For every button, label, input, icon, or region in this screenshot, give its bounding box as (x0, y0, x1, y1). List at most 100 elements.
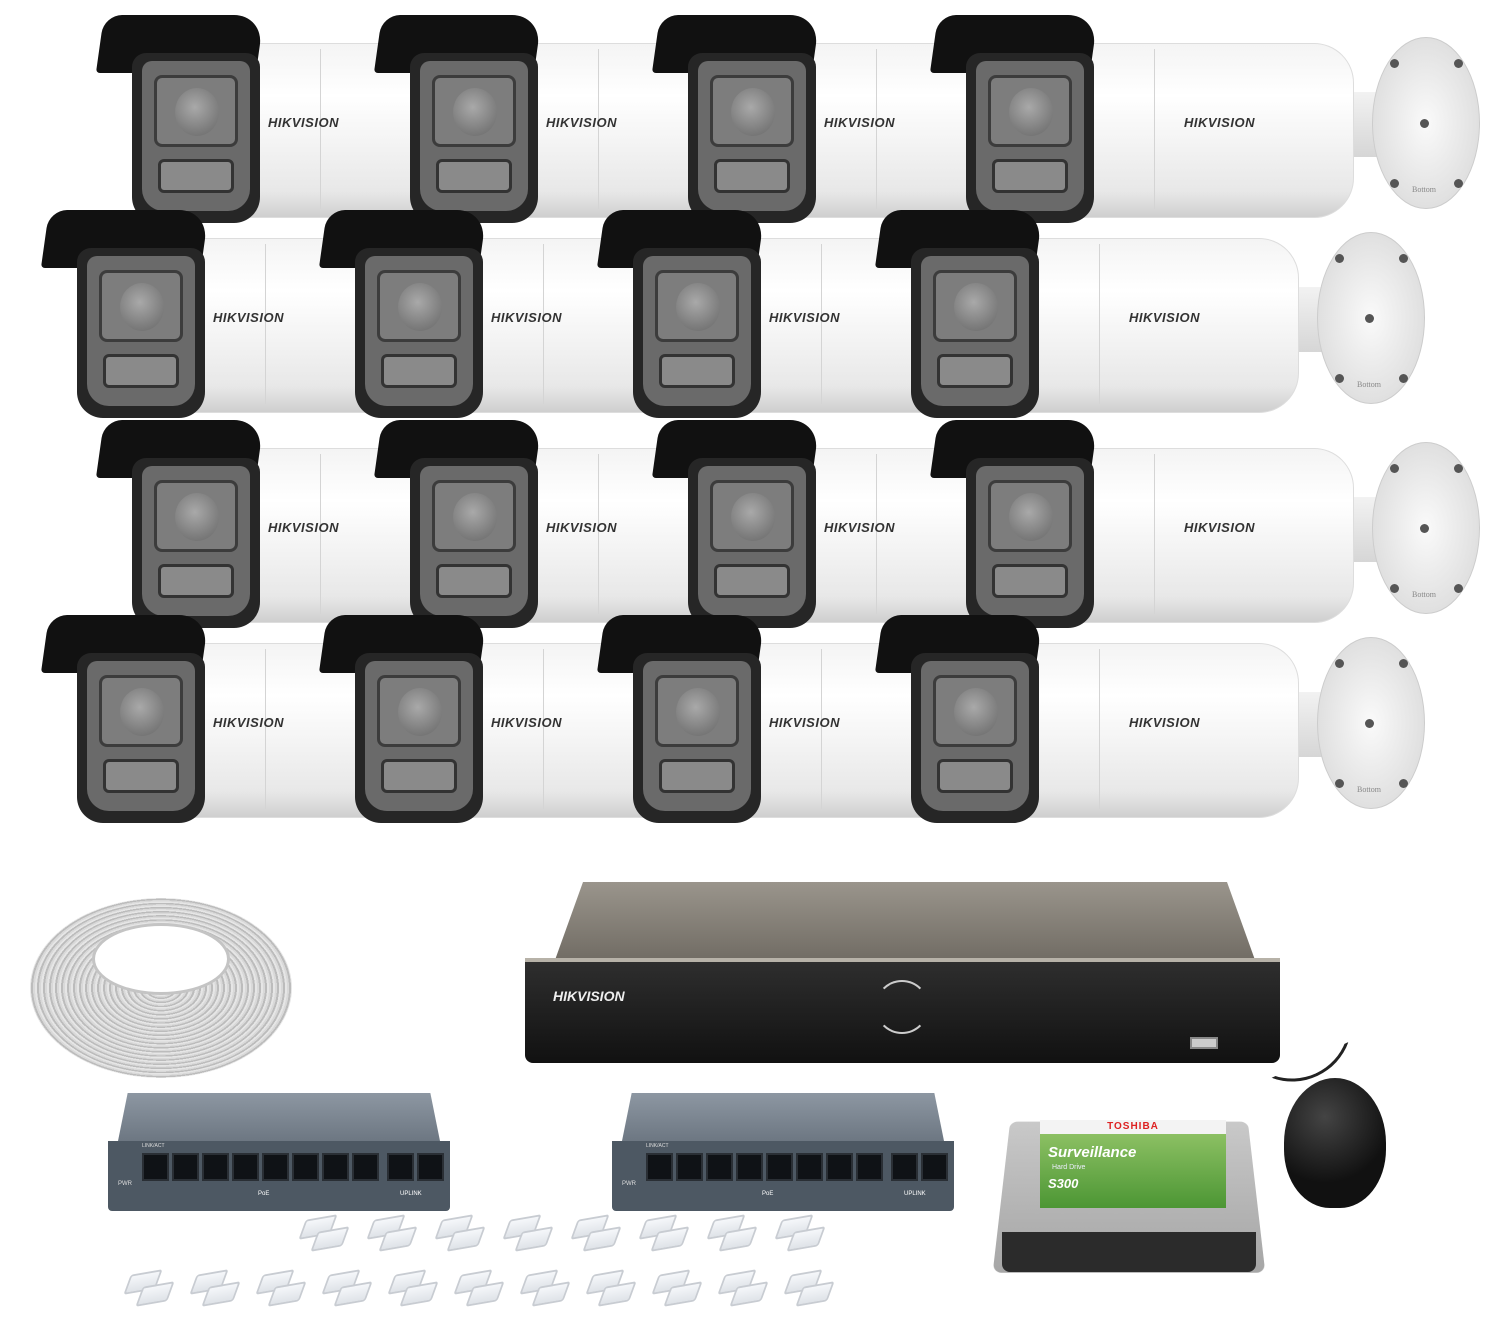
camera-lens-icon (676, 283, 720, 331)
ethernet-port (262, 1153, 289, 1181)
ethernet-port (387, 1153, 414, 1181)
rj45-connector (783, 1269, 835, 1307)
uplink-label: UPLINK (400, 1191, 422, 1197)
ethernet-port (646, 1153, 673, 1181)
camera-lens-icon (731, 493, 775, 541)
camera-brand-logo: HIKVISION (491, 310, 562, 325)
poe-switch: LINK/ACT PWR PoE UPLINK (108, 1093, 450, 1211)
camera-wall-mount: Bottom (1287, 637, 1427, 812)
power-label: PWR (622, 1181, 636, 1187)
network-cable-coil (30, 898, 292, 1078)
camera-brand-logo: HIKVISION (213, 310, 284, 325)
rj45-connector (453, 1269, 505, 1307)
rj45-connector (321, 1269, 373, 1307)
camera-brand-logo: HIKVISION (1184, 520, 1255, 535)
ethernet-port (891, 1153, 918, 1181)
ethernet-port (676, 1153, 703, 1181)
hdd-brand: TOSHIBA (1107, 1121, 1159, 1132)
usb-port-icon (1190, 1037, 1218, 1049)
camera-lens-icon (453, 88, 497, 136)
rj45-connector (189, 1269, 241, 1307)
link-act-label: LINK/ACT (142, 1143, 165, 1149)
camera-brand-logo: HIKVISION (213, 715, 284, 730)
ethernet-port (826, 1153, 853, 1181)
rj45-connector (298, 1214, 350, 1252)
ethernet-port (142, 1153, 169, 1181)
ethernet-port (736, 1153, 763, 1181)
bullet-camera: HIKVISION (874, 210, 1299, 425)
camera-wall-mount: Bottom (1287, 232, 1427, 407)
rj45-connector (502, 1214, 554, 1252)
camera-brand-logo: HIKVISION (1129, 310, 1200, 325)
ethernet-port (352, 1153, 379, 1181)
camera-brand-logo: HIKVISION (824, 520, 895, 535)
ethernet-port (322, 1153, 349, 1181)
camera-brand-logo: HIKVISION (491, 715, 562, 730)
camera-lens-icon (676, 688, 720, 736)
poe-label: PoE (258, 1191, 270, 1197)
ethernet-port (796, 1153, 823, 1181)
camera-brand-logo: HIKVISION (546, 115, 617, 130)
camera-wall-mount: Bottom (1342, 37, 1482, 212)
bullet-camera: HIKVISION (929, 420, 1354, 635)
mount-label: Bottom (1412, 185, 1437, 194)
camera-brand-logo: HIKVISION (268, 115, 339, 130)
ethernet-port (172, 1153, 199, 1181)
camera-brand-logo: HIKVISION (769, 310, 840, 325)
rj45-connector (366, 1214, 418, 1252)
camera-lens-icon (453, 493, 497, 541)
rj45-connector (585, 1269, 637, 1307)
bullet-camera: HIKVISION (874, 615, 1299, 830)
ethernet-port (921, 1153, 948, 1181)
poe-switch: LINK/ACT PWR PoE UPLINK (612, 1093, 954, 1211)
camera-brand-logo: HIKVISION (546, 520, 617, 535)
camera-brand-logo: HIKVISION (824, 115, 895, 130)
rj45-connector (570, 1214, 622, 1252)
camera-lens-icon (398, 283, 442, 331)
rj45-connector (123, 1269, 175, 1307)
ethernet-port (417, 1153, 444, 1181)
rj45-connector (255, 1269, 307, 1307)
ethernet-port (202, 1153, 229, 1181)
nvr-brand-logo: HIKVISION (553, 988, 625, 1004)
camera-lens-icon (954, 688, 998, 736)
mount-label: Bottom (1357, 785, 1382, 794)
ethernet-port (706, 1153, 733, 1181)
power-button-icon (875, 980, 929, 1034)
hdd-model: S300 (1048, 1176, 1079, 1191)
mount-label: Bottom (1412, 590, 1437, 599)
camera-brand-logo: HIKVISION (1184, 115, 1255, 130)
ethernet-port (766, 1153, 793, 1181)
ethernet-port (856, 1153, 883, 1181)
rj45-connector (387, 1269, 439, 1307)
camera-brand-logo: HIKVISION (769, 715, 840, 730)
mount-label: Bottom (1357, 380, 1382, 389)
hdd-line: Surveillance (1048, 1144, 1137, 1161)
camera-lens-icon (175, 493, 219, 541)
uplink-label: UPLINK (904, 1191, 926, 1197)
bullet-camera: HIKVISION (596, 210, 961, 425)
poe-label: PoE (762, 1191, 774, 1197)
nvr-recorder: HIKVISION (525, 882, 1280, 1067)
camera-wall-mount: Bottom (1342, 442, 1482, 617)
camera-lens-icon (175, 88, 219, 136)
hdd-type: Hard Drive (1052, 1164, 1086, 1171)
camera-lens-icon (1009, 493, 1053, 541)
rj45-connector (638, 1214, 690, 1252)
rj45-connector (706, 1214, 758, 1252)
camera-brand-logo: HIKVISION (268, 520, 339, 535)
camera-brand-logo: HIKVISION (1129, 715, 1200, 730)
rj45-connector (651, 1269, 703, 1307)
camera-lens-icon (120, 283, 164, 331)
camera-lens-icon (120, 688, 164, 736)
camera-lens-icon (731, 88, 775, 136)
camera-lens-icon (954, 283, 998, 331)
ethernet-port (292, 1153, 319, 1181)
mouse (1284, 1078, 1386, 1208)
camera-lens-icon (1009, 88, 1053, 136)
power-label: PWR (118, 1181, 132, 1187)
link-act-label: LINK/ACT (646, 1143, 669, 1149)
rj45-connector (774, 1214, 826, 1252)
ethernet-port (232, 1153, 259, 1181)
camera-lens-icon (398, 688, 442, 736)
